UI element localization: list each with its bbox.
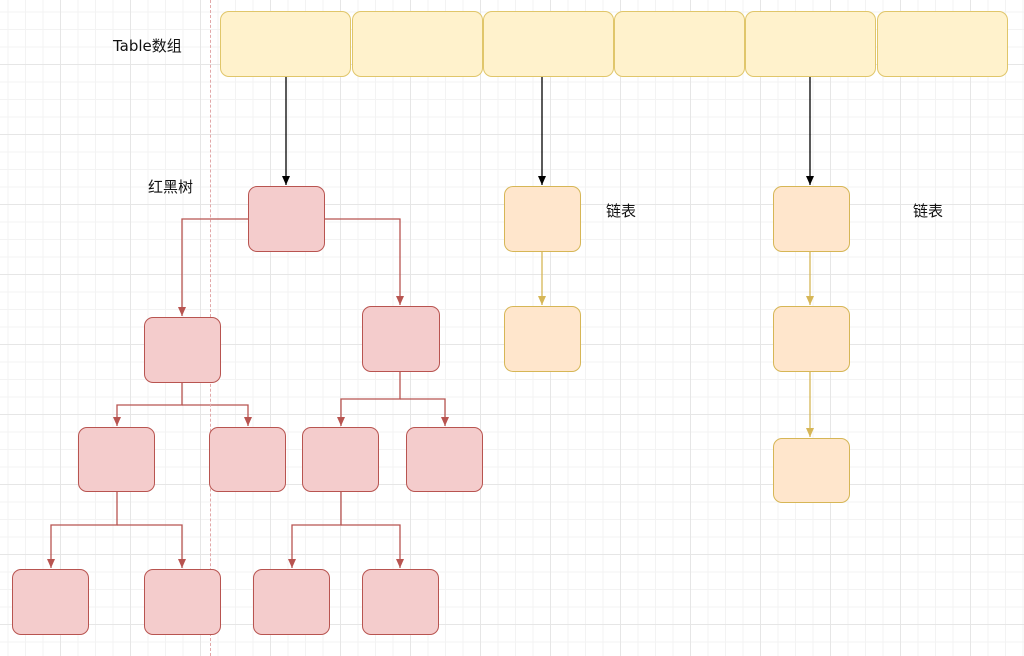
list1-node[interactable] xyxy=(504,186,581,252)
list1-label: 链表 xyxy=(606,202,637,220)
tree-node[interactable] xyxy=(78,427,155,492)
edge-tree-l2-left xyxy=(47,492,118,568)
edge-tree-r1-right xyxy=(400,398,449,426)
edge-tree-r2-right xyxy=(341,524,404,568)
table-cell[interactable] xyxy=(483,11,614,77)
edge-tree-root-left xyxy=(178,218,248,316)
edge-tree-r1-left xyxy=(337,372,401,426)
table-cell[interactable] xyxy=(877,11,1008,77)
table-label: Table数组 xyxy=(113,37,182,55)
edge-tree-l2-right xyxy=(117,524,186,568)
tree-node[interactable] xyxy=(406,427,483,492)
list1-node[interactable] xyxy=(504,306,581,372)
table-cell[interactable] xyxy=(352,11,483,77)
tree-node[interactable] xyxy=(253,569,330,635)
tree-node[interactable] xyxy=(144,317,221,383)
edge-tree-root-right xyxy=(325,218,404,305)
list2-node[interactable] xyxy=(773,186,850,252)
edge-tree-l1-left xyxy=(113,383,183,426)
rbtree-label: 红黑树 xyxy=(148,178,194,196)
tree-node-root[interactable] xyxy=(248,186,325,252)
tree-node[interactable] xyxy=(12,569,89,635)
table-cell[interactable] xyxy=(220,11,351,77)
tree-node[interactable] xyxy=(362,306,440,372)
table-cell[interactable] xyxy=(745,11,876,77)
tree-node[interactable] xyxy=(209,427,286,492)
list2-node[interactable] xyxy=(773,438,850,503)
tree-node[interactable] xyxy=(144,569,221,635)
tree-node[interactable] xyxy=(302,427,379,492)
tree-node[interactable] xyxy=(362,569,439,635)
list2-label: 链表 xyxy=(913,202,944,220)
edge-tree-l1-right xyxy=(182,404,252,426)
list2-node[interactable] xyxy=(773,306,850,372)
edge-tree-r2-left xyxy=(288,492,342,568)
table-cell[interactable] xyxy=(614,11,745,77)
